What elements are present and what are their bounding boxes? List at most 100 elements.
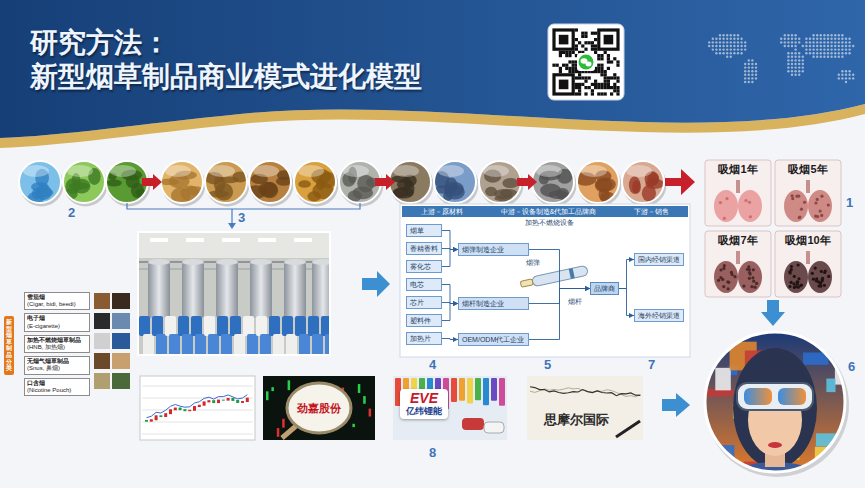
callout-number: 3 [238,211,245,224]
qr-module [559,51,562,54]
tar-spot [796,280,799,283]
map-dot [848,74,850,76]
map-dot [733,48,735,50]
qr-module [565,64,568,67]
pencil [483,378,489,405]
map-dot [748,81,750,83]
candle [198,405,201,407]
map-dot [712,45,714,47]
qr-finder [552,28,574,50]
category-box: 加热不燃烧烟草制品(HNB, 加热烟) [24,335,90,353]
node-text: 上游－原材料 [421,208,463,215]
qr-module [604,86,607,89]
steel-tank [312,262,330,318]
map-dot [834,41,836,43]
map-dot [787,56,789,58]
lung-stage-tile: 吸烟10年 [775,231,841,297]
map-dot [816,41,818,43]
barrel [152,316,163,336]
map-dot [820,52,822,54]
product-thumbnail [112,333,130,349]
map-dot [794,70,796,72]
qr-module [584,35,587,38]
photo-blob [36,185,52,200]
map-dot [816,52,818,54]
map-dot [787,70,789,72]
steel-tank [216,262,238,318]
map-dot [812,48,814,50]
map-dot [845,74,847,76]
photo-disc [106,161,148,203]
map-dot [751,70,753,72]
node-text: (E-cigarette) [27,323,87,330]
map-dot [852,45,854,47]
part-label: 加热不燃烧设备 [525,219,574,226]
map-dot [827,56,829,58]
qr-module [616,86,619,89]
map-dot [740,41,742,43]
qr-module [559,54,562,57]
pencil [499,378,505,406]
candle [231,398,234,401]
tar-spot [755,282,758,285]
candle [193,406,196,411]
map-dot [780,41,782,43]
qr-finder [552,73,574,95]
photo-blob [261,182,278,198]
photo-disc [339,161,381,203]
maker-box: 烟杆制造企业 [458,297,529,310]
map-dot [798,38,800,40]
process-photo-circle [245,161,293,207]
candle [277,428,280,437]
node-text: 吸烟7年 [705,234,771,247]
map-dot [852,74,854,76]
tar-spot [742,285,745,288]
ceiling-light [186,238,204,242]
qr-module [584,32,587,35]
map-dot [802,59,804,61]
flow-arrow [662,393,690,417]
qr-module [578,76,581,79]
toy-car [462,418,484,430]
qr-module [607,83,610,86]
qr-module [584,86,587,89]
map-dot [812,34,814,36]
map-dot [733,38,735,40]
qr-module [591,83,594,86]
barrel [182,334,193,355]
barrel [143,334,154,355]
map-dot [787,59,789,61]
tar-spot [791,197,794,200]
tar-spot [744,199,747,202]
maker-box: OEM/ODM代工企业 [458,333,529,346]
map-dot [744,45,746,47]
barrel [208,334,219,355]
hair [733,348,817,468]
part-label: 烟杆 [568,298,582,305]
map-dot [827,45,829,47]
map-dot [838,77,840,79]
product-thumbnail [112,353,130,369]
tar-spot [819,285,822,288]
candle [282,419,285,428]
map-dot [791,63,793,65]
map-dot [751,66,753,68]
tar-spot [746,268,749,271]
candle [358,384,361,393]
map-dot [726,56,728,58]
qr-module [581,83,584,86]
barrel [299,334,310,355]
map-dot [841,45,843,47]
photo-rim [339,161,381,203]
qr-module [562,64,565,67]
tar-spot [726,280,729,283]
map-dot [791,52,793,54]
photo-blob [632,180,641,194]
qr-module [600,57,603,60]
qr-module [568,70,571,73]
map-dot [834,45,836,47]
qr-module [604,70,607,73]
map-dot [827,38,829,40]
qr-module [600,86,603,89]
map-dot [719,41,721,43]
